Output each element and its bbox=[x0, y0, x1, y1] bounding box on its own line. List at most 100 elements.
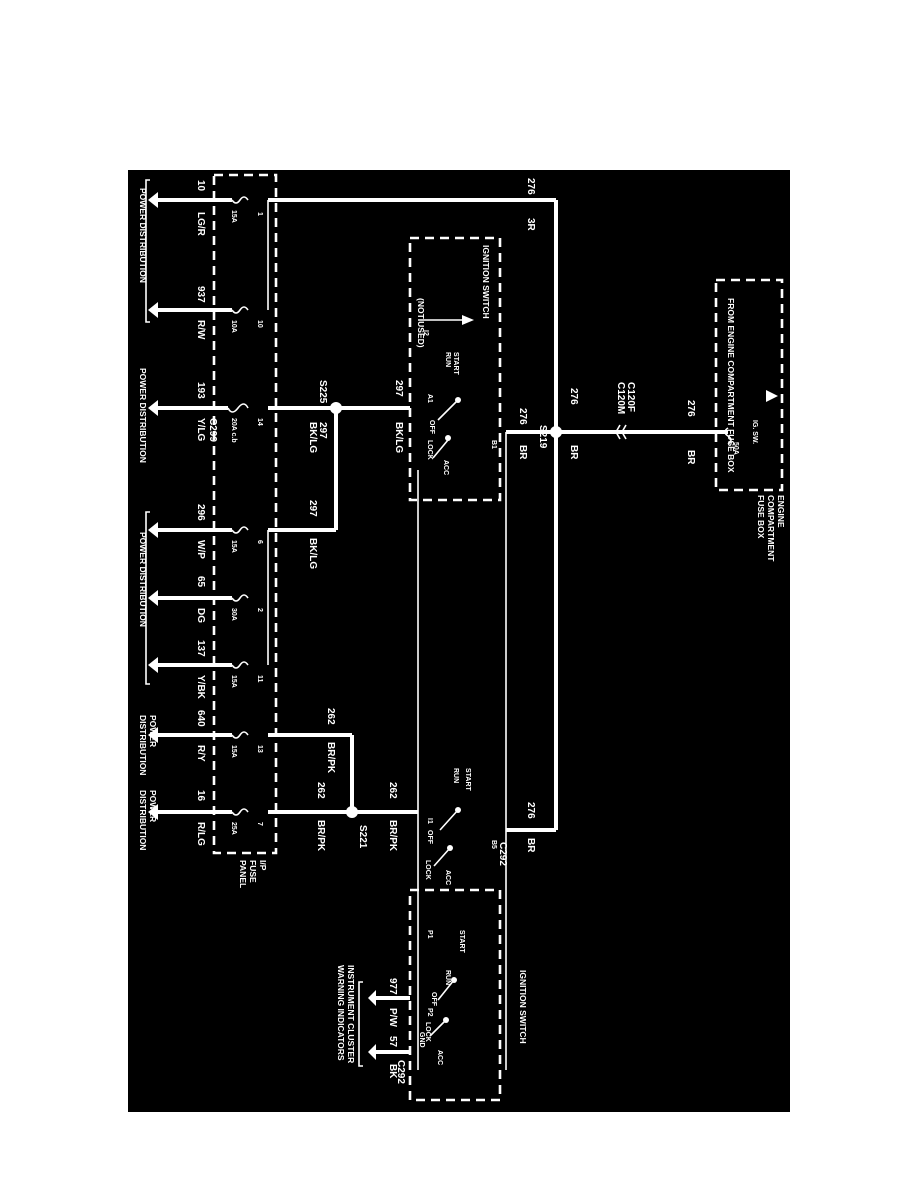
wire-br-faded-label: 3R bbox=[525, 218, 536, 232]
wire-bk-label: BK bbox=[387, 1064, 398, 1079]
output-193-arrow-icon bbox=[148, 400, 158, 416]
wire-bklg-label-b: BK/LG bbox=[307, 422, 318, 453]
fuse-6: 6 15A 296 W/P bbox=[158, 504, 263, 559]
pin-p1-label: P1 bbox=[426, 930, 433, 939]
ignition-mid-lock-label: LOCK bbox=[424, 860, 431, 880]
pin-p2-label: P2 bbox=[426, 1008, 433, 1017]
ignition-mid-off-label: OFF bbox=[426, 830, 433, 845]
svg-text:30A: 30A bbox=[230, 608, 237, 621]
ignition-switch-bottom-outline bbox=[408, 888, 502, 1102]
svg-text:C299: C299 bbox=[207, 418, 218, 442]
ignition-bottom-start-label: START bbox=[458, 930, 465, 954]
output-296-arrow-icon bbox=[148, 522, 158, 538]
svg-text:2: 2 bbox=[256, 608, 263, 612]
wire-brpk-label-a: BR/PK bbox=[387, 820, 398, 852]
fuse-box-arrow-icon bbox=[766, 390, 778, 402]
power-dist-bracket-2 bbox=[145, 511, 150, 685]
svg-text:15A: 15A bbox=[230, 745, 237, 758]
wire-brpk-label-c: BR/PK bbox=[315, 820, 326, 852]
ignition-mid-contact-dot-1 bbox=[455, 807, 461, 813]
output-65-arrow-icon bbox=[148, 590, 158, 606]
wire-977-label: 977 bbox=[387, 978, 398, 995]
output-977-arrow-icon bbox=[368, 990, 376, 1006]
instrument-cluster-label-2: WARNING INDICATORS bbox=[336, 965, 346, 1061]
distribution-label-b: DISTRIBUTION bbox=[138, 790, 148, 850]
wire-276-label-b: 276 bbox=[568, 388, 579, 405]
output-57-arrow-icon bbox=[368, 1044, 376, 1060]
output-640-arrow-icon bbox=[148, 727, 158, 743]
power-distribution-label-3: POWER DISTRIBUTION bbox=[138, 532, 148, 627]
svg-text:10A: 10A bbox=[230, 320, 237, 333]
pin-i1-label: I1 bbox=[426, 818, 433, 824]
pin-b5-label: B5 bbox=[490, 840, 497, 849]
svg-text:R/LG: R/LG bbox=[195, 822, 206, 846]
svg-text:15A: 15A bbox=[230, 210, 237, 223]
ignition-bottom-contact-2 bbox=[429, 1019, 447, 1037]
ip-fuse-panel-outline bbox=[212, 173, 278, 855]
ignition-mid-run-label: RUN bbox=[452, 768, 459, 783]
ip-fuse-panel-label-3: PANEL bbox=[238, 860, 248, 888]
fuse-50a-label: 50A bbox=[732, 442, 739, 455]
ignition-bottom-contact-dot-2 bbox=[443, 1017, 449, 1023]
svg-text:25A: 25A bbox=[230, 822, 237, 835]
wire-57-label: 57 bbox=[387, 1036, 398, 1048]
ignition-mid-contact-2 bbox=[433, 847, 451, 867]
ignition-mid-start-label: START bbox=[464, 768, 471, 792]
distribution-label-a: DISTRIBUTION bbox=[138, 715, 148, 775]
ignition-top-run-label: RUN bbox=[444, 352, 451, 367]
svg-text:15A: 15A bbox=[230, 540, 237, 553]
ignition-top-contact-dot-2 bbox=[445, 435, 451, 441]
ignition-mid-contact-dot-2 bbox=[447, 845, 453, 851]
wire-276-label-a: 276 bbox=[685, 400, 696, 417]
wire-br-label-d: BR bbox=[517, 445, 528, 460]
svg-text:10: 10 bbox=[256, 320, 263, 328]
instrument-cluster-bracket bbox=[358, 981, 363, 1067]
ignition-top-start-label: START bbox=[452, 352, 459, 376]
ignition-bottom-acc-label: ACC bbox=[436, 1050, 443, 1065]
wire-297-label-b: 297 bbox=[317, 422, 328, 439]
connector-c292-label: C292 bbox=[497, 842, 508, 866]
power-label-b: POWER bbox=[148, 790, 158, 822]
connector-c120f-label: C120F bbox=[625, 382, 636, 412]
ignition-bottom-gnd-label: GND bbox=[418, 1032, 425, 1048]
svg-text:193: 193 bbox=[195, 382, 206, 399]
power-dist-bracket-1 bbox=[145, 179, 150, 323]
ignition-mid-acc-label: ACC bbox=[444, 870, 451, 885]
svg-text:640: 640 bbox=[195, 710, 206, 727]
svg-text:DG: DG bbox=[195, 608, 206, 623]
ignition-switch-bottom-label: IGNITION SWITCH bbox=[518, 970, 528, 1044]
connector-c292b-label: C292 bbox=[395, 1060, 406, 1084]
engine-fuse-box-outline bbox=[714, 278, 784, 492]
wiring-diagram: FROM ENGINE COMPARTMENT FUSE BOX ENGINE … bbox=[138, 173, 786, 1102]
splice-s219-label: S219 bbox=[537, 425, 548, 449]
ip-fuse-panel-label-2: FUSE bbox=[248, 860, 258, 883]
engine-fuse-box-title-2: COMPARTMENT bbox=[766, 495, 776, 562]
wire-pw-label: P/W bbox=[387, 1008, 398, 1027]
ignition-top-off-label: OFF bbox=[428, 420, 435, 435]
ignition-bottom-lock-label: LOCK bbox=[424, 1022, 431, 1042]
ignition-mid-contact-1 bbox=[439, 809, 459, 831]
ignition-top-contact-1 bbox=[437, 399, 459, 421]
wire-276-label-e: 276 bbox=[517, 408, 528, 425]
connector-c120m-label: C120M bbox=[615, 382, 626, 414]
svg-text:16: 16 bbox=[195, 790, 206, 802]
svg-text:65: 65 bbox=[195, 576, 206, 588]
fuse-1: 1 15A 10 LG/R bbox=[158, 180, 263, 237]
wire-297-label-a: 297 bbox=[393, 380, 404, 397]
ignition-bottom-off-label: OFF bbox=[430, 992, 437, 1007]
svg-text:Y/LG: Y/LG bbox=[195, 418, 206, 442]
fuse-7: 7 25A 16 R/LG bbox=[158, 790, 263, 846]
wire-br-label-a: BR bbox=[685, 450, 696, 465]
fuse-11: 11 15A 137 Y/BK bbox=[158, 640, 263, 700]
power-distribution-label-1: POWER DISTRIBUTION bbox=[138, 188, 148, 283]
power-label-a: POWER bbox=[148, 715, 158, 747]
wire-bklg-label-c: BK/LG bbox=[307, 538, 318, 569]
ignition-top-lock-label: LOCK bbox=[426, 440, 433, 460]
svg-text:296: 296 bbox=[195, 504, 206, 521]
svg-text:11: 11 bbox=[256, 675, 263, 683]
ignition-bottom-run-label: RUN bbox=[444, 970, 451, 985]
svg-text:14: 14 bbox=[256, 418, 263, 426]
ignition-top-contact-2 bbox=[432, 439, 449, 459]
svg-text:Y/BK: Y/BK bbox=[195, 675, 206, 700]
fuse-ig-sw-label: IG. SW. bbox=[751, 420, 758, 444]
